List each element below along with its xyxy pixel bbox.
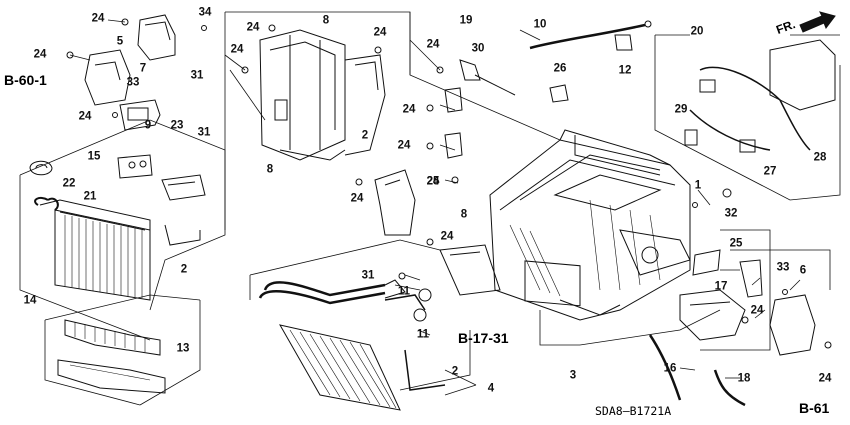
harness-bracket — [374, 169, 416, 236]
callout-8[interactable]: 8 — [266, 163, 274, 176]
callout-18[interactable]: 18 — [737, 372, 751, 385]
callout-7[interactable]: 7 — [139, 62, 147, 75]
callout-10[interactable]: 10 — [533, 18, 547, 31]
callout-31[interactable]: 31 — [361, 269, 375, 282]
drain-hoses — [648, 334, 746, 407]
callout-25[interactable]: 25 — [729, 237, 743, 250]
callout-6[interactable]: 6 — [799, 264, 807, 277]
callout-14[interactable]: 14 — [23, 294, 37, 307]
callout-8[interactable]: 8 — [322, 14, 330, 27]
drain-hose-10 — [529, 20, 652, 50]
callout-24[interactable]: 24 — [440, 230, 454, 243]
callout-31[interactable]: 31 — [197, 126, 211, 139]
callout-24[interactable]: 24 — [78, 110, 92, 123]
grommet-25-right — [692, 249, 721, 276]
callout-20[interactable]: 20 — [690, 25, 704, 38]
callout-32[interactable]: 32 — [724, 207, 738, 220]
callout-24[interactable]: 24 — [750, 304, 764, 317]
hose-clamp — [164, 224, 201, 246]
grommet-12 — [614, 34, 633, 51]
callout-9[interactable]: 9 — [144, 119, 152, 132]
callout-33[interactable]: 33 — [776, 261, 790, 274]
callout-1[interactable]: 1 — [694, 179, 702, 192]
blend-door-motor — [137, 14, 176, 61]
callout-24[interactable]: 24 — [230, 43, 244, 56]
mode-duct — [344, 54, 386, 156]
o-ring-seal — [29, 160, 53, 176]
callout-24[interactable]: 24 — [350, 192, 364, 205]
screw-symbols — [66, 18, 832, 349]
callout-4[interactable]: 4 — [487, 382, 495, 395]
callout-24[interactable]: 24 — [246, 21, 260, 34]
callout-17[interactable]: 17 — [714, 280, 728, 293]
callout-11[interactable]: 11 — [397, 285, 411, 298]
callout-26[interactable]: 26 — [553, 62, 567, 75]
callout-34[interactable]: 34 — [198, 6, 212, 19]
upper-air-mix-housing — [259, 29, 346, 161]
callout-3[interactable]: 3 — [569, 369, 577, 382]
callout-29[interactable]: 29 — [674, 103, 688, 116]
recirc-control-motor — [769, 294, 816, 356]
callout-28[interactable]: 28 — [813, 151, 827, 164]
heater-unit-housing — [489, 129, 691, 321]
evaporator-core — [34, 196, 151, 301]
callout-15[interactable]: 15 — [87, 150, 101, 163]
callout-25[interactable]: 25 — [426, 175, 440, 188]
water-pipes — [384, 288, 446, 391]
callout-23[interactable]: 23 — [170, 119, 184, 132]
callout-8[interactable]: 8 — [460, 208, 468, 221]
callout-33[interactable]: 33 — [126, 76, 140, 89]
callout-24[interactable]: 24 — [91, 12, 105, 25]
callout-2[interactable]: 2 — [451, 365, 459, 378]
mode-control-motor — [84, 49, 131, 106]
grommet-26 — [549, 84, 569, 103]
reference-b-61[interactable]: B-61 — [799, 400, 830, 416]
sensor-bracket — [444, 87, 463, 159]
callout-21[interactable]: 21 — [83, 190, 97, 203]
callout-2[interactable]: 2 — [361, 129, 369, 142]
thermistor-block — [119, 99, 161, 131]
diagram-code: SDA8–B1721A — [595, 404, 672, 418]
callout-19[interactable]: 19 — [459, 14, 473, 27]
evaporator-pipe-cover — [161, 174, 206, 201]
lower-duct — [679, 289, 746, 341]
callout-24[interactable]: 24 — [818, 372, 832, 385]
callout-24[interactable]: 24 — [426, 38, 440, 51]
callout-16[interactable]: 16 — [663, 362, 677, 375]
callout-24[interactable]: 24 — [426, 175, 440, 188]
sub-harness-20 — [684, 39, 836, 153]
heater-core — [258, 279, 406, 411]
front-direction-arrow — [799, 11, 836, 33]
callout-24[interactable]: 24 — [397, 139, 411, 152]
callout-11[interactable]: 11 — [416, 328, 430, 341]
callout-2[interactable]: 2 — [180, 263, 188, 276]
reference-b-17-31[interactable]: B-17-31 — [458, 330, 509, 346]
callout-12[interactable]: 12 — [618, 64, 632, 77]
leader-lines — [19, 11, 841, 406]
callout-22[interactable]: 22 — [62, 177, 76, 190]
callout-5[interactable]: 5 — [116, 35, 124, 48]
callout-30[interactable]: 30 — [471, 42, 485, 55]
callout-13[interactable]: 13 — [176, 342, 190, 355]
reference-b-60-1[interactable]: B-60-1 — [4, 72, 47, 88]
sensor-17 — [739, 259, 763, 298]
callout-24[interactable]: 24 — [33, 48, 47, 61]
air-filter-and-cover — [57, 319, 166, 394]
expansion-valve — [117, 154, 153, 179]
temp-sensor-19 — [459, 59, 516, 96]
callout-27[interactable]: 27 — [763, 165, 777, 178]
callout-24[interactable]: 24 — [373, 26, 387, 39]
power-transistor — [439, 244, 501, 296]
callout-24[interactable]: 24 — [402, 103, 416, 116]
callout-31[interactable]: 31 — [190, 69, 204, 82]
